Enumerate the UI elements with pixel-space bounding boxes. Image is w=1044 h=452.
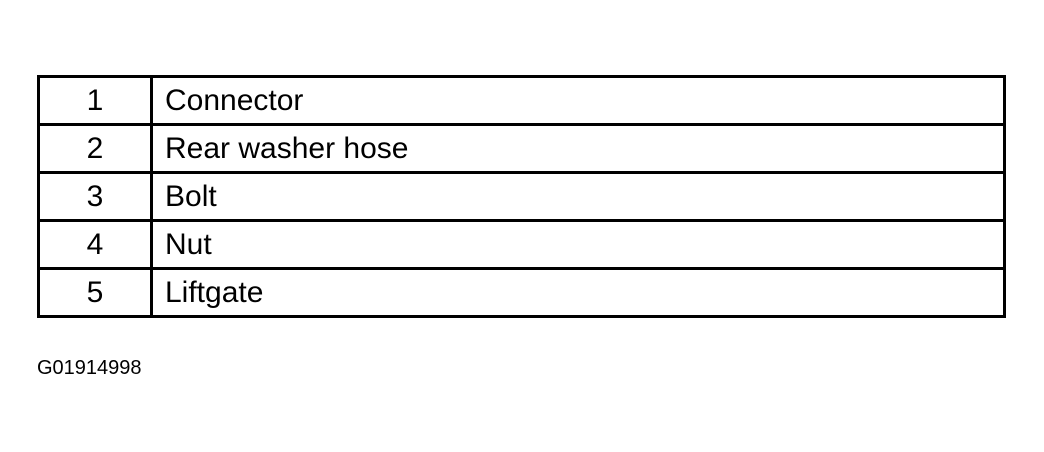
part-description: Connector	[150, 75, 1006, 126]
table-row: 2 Rear washer hose	[37, 123, 1006, 174]
table-row: 3 Bolt	[37, 171, 1006, 222]
part-number: 1	[37, 75, 153, 126]
table-row: 1 Connector	[37, 75, 1006, 126]
part-number: 3	[37, 171, 153, 222]
part-number: 4	[37, 219, 153, 270]
part-number: 5	[37, 267, 153, 318]
part-description: Rear washer hose	[150, 123, 1006, 174]
part-number: 2	[37, 123, 153, 174]
table-row: 4 Nut	[37, 219, 1006, 270]
part-description: Liftgate	[150, 267, 1006, 318]
part-description: Nut	[150, 219, 1006, 270]
parts-legend-table: 1 Connector 2 Rear washer hose 3 Bolt 4 …	[37, 75, 1006, 318]
table-row: 5 Liftgate	[37, 267, 1006, 318]
part-description: Bolt	[150, 171, 1006, 222]
figure-id: G01914998	[37, 357, 142, 379]
